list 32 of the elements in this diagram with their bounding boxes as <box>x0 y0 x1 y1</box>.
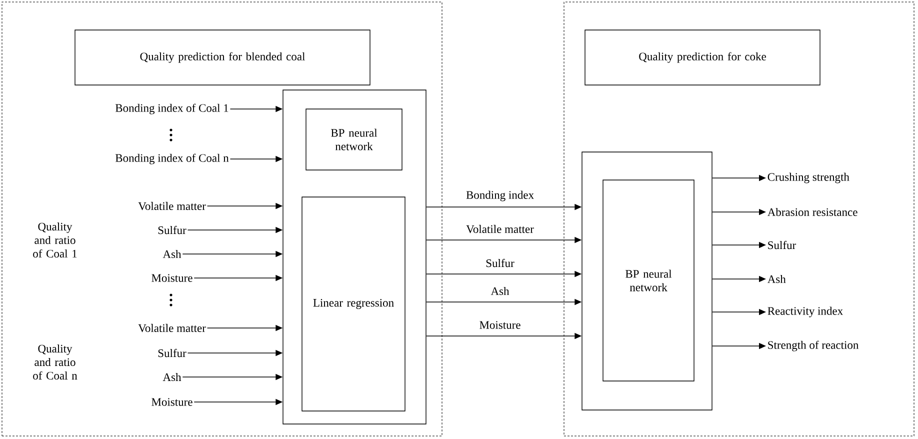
edge-label: Volatile matter <box>466 224 534 234</box>
output-label: Ash <box>767 274 786 284</box>
process-box: BP neural network <box>306 108 402 170</box>
input-label: Volatile matter <box>138 202 206 210</box>
input-label: Ash <box>162 372 182 382</box>
process-box: Linear regression <box>302 196 406 412</box>
input-label: Sulfur <box>158 226 186 234</box>
process-box <box>582 152 712 410</box>
edge-label: Sulfur <box>486 258 514 268</box>
output-label: Sulfur <box>768 240 796 250</box>
dashed-panel <box>2 2 442 436</box>
dashed-panel <box>564 2 914 436</box>
group-label: Quality and ratio of Coal 1 <box>33 222 77 258</box>
title-box: Quality prediction for blended coal <box>74 30 370 86</box>
output-label: Reactivity index <box>768 306 843 318</box>
input-label: Bonding index of Coal 1 <box>115 104 228 114</box>
edge-label: Moisture <box>480 321 520 329</box>
input-label: Volatile matter <box>138 324 206 332</box>
output-label: Abrasion resistance <box>767 208 858 216</box>
title-box: Quality prediction for coke <box>584 30 820 86</box>
input-label: Moisture <box>152 274 192 282</box>
process-box <box>282 90 426 424</box>
output-label: Strength of reaction <box>768 340 859 352</box>
edge-label: Ash <box>490 286 510 296</box>
input-label: Moisture <box>152 398 192 406</box>
input-label: Sulfur <box>158 348 186 358</box>
input-label: Bonding index of Coal n <box>115 154 229 164</box>
process-box: BP neural network <box>602 180 694 382</box>
group-label: Quality and ratio of Coal n <box>33 344 78 380</box>
input-label: Ash <box>162 250 182 258</box>
output-label: Crushing strength <box>768 172 850 184</box>
edge-label: Bonding index <box>466 190 534 202</box>
